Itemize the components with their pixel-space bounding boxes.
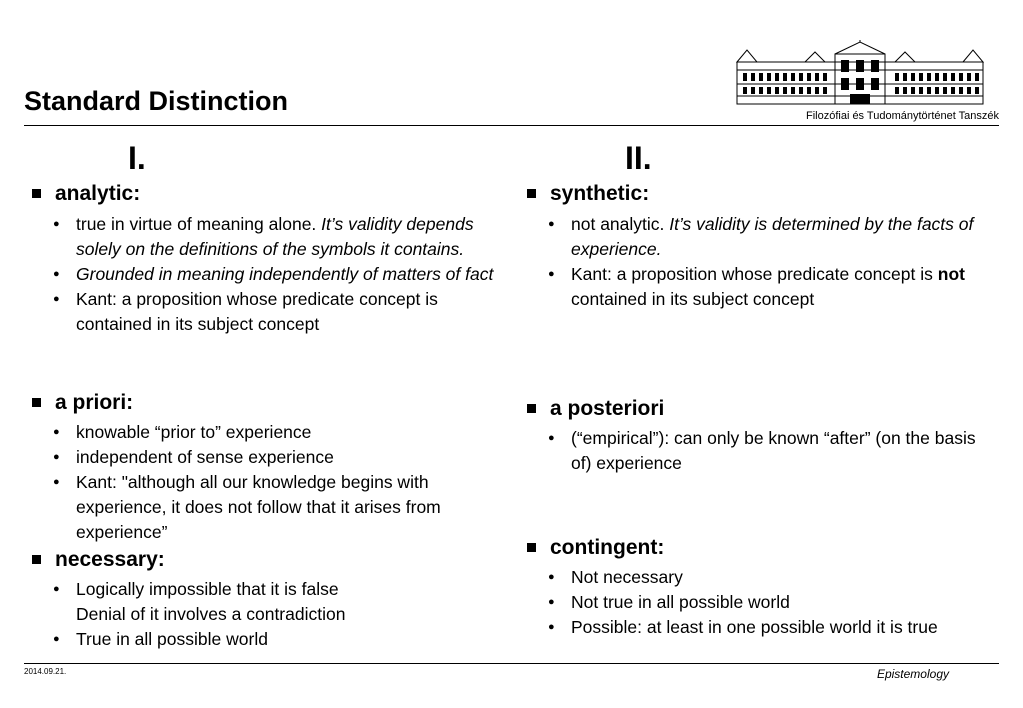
item-text: Not true in all possible world bbox=[571, 592, 790, 612]
section-label: a priori: bbox=[55, 391, 134, 414]
list-item: Not true in all possible world bbox=[545, 590, 985, 615]
section-label: analytic: bbox=[55, 182, 141, 205]
list-item: independent of sense experience bbox=[50, 445, 480, 470]
section-analytic: analytic: bbox=[32, 182, 140, 206]
list-item: true in virtue of meaning alone. It’s va… bbox=[50, 212, 500, 262]
university-building-logo bbox=[735, 40, 985, 105]
footer-course-name: Epistemology bbox=[876, 667, 949, 681]
footer-date: 2014.09.21. bbox=[24, 667, 67, 676]
list-item: Not necessary bbox=[545, 565, 985, 590]
contingent-list: Not necessary Not true in all possible w… bbox=[545, 565, 985, 640]
item-text: Denial of it involves a contradiction bbox=[76, 604, 346, 624]
item-text-italic: It’s validity is determined by the facts… bbox=[571, 214, 974, 259]
item-text: knowable “prior to” experience bbox=[76, 422, 312, 442]
item-text: Kant: a proposition whose predicate conc… bbox=[571, 264, 938, 284]
item-text: Kant: a proposition whose predicate conc… bbox=[76, 289, 438, 334]
square-bullet-icon bbox=[527, 189, 536, 198]
section-label: synthetic: bbox=[550, 182, 650, 205]
item-text-italic: It’s validity depends solely on the defi… bbox=[76, 214, 474, 259]
section-label: a posteriori bbox=[550, 397, 665, 420]
section-synthetic: synthetic: bbox=[527, 182, 649, 206]
list-item: not analytic. It’s validity is determine… bbox=[545, 212, 995, 262]
list-item: Kant: a proposition whose predicate conc… bbox=[545, 262, 995, 312]
square-bullet-icon bbox=[527, 404, 536, 413]
item-text: Possible: at least in one possible world… bbox=[571, 617, 938, 637]
analytic-list: true in virtue of meaning alone. It’s va… bbox=[50, 212, 500, 337]
item-text: true in virtue of meaning alone. bbox=[76, 214, 322, 234]
item-text: (“empirical”): can only be known “after”… bbox=[571, 428, 976, 473]
item-text: Kant: "although all our knowledge begins… bbox=[76, 472, 441, 542]
synthetic-list: not analytic. It’s validity is determine… bbox=[545, 212, 995, 312]
slide-title: Standard Distinction bbox=[24, 86, 289, 116]
item-text: True in all possible world bbox=[76, 629, 268, 649]
list-item: Grounded in meaning independently of mat… bbox=[50, 262, 500, 287]
section-contingent: contingent: bbox=[527, 536, 664, 560]
square-bullet-icon bbox=[527, 543, 536, 552]
list-item: Possible: at least in one possible world… bbox=[545, 615, 985, 640]
a-posteriori-list: (“empirical”): can only be known “after”… bbox=[545, 426, 985, 476]
section-label: necessary: bbox=[55, 548, 165, 571]
column-heading-left: I. bbox=[128, 140, 146, 176]
list-item: knowable “prior to” experience bbox=[50, 420, 480, 445]
department-name: Filozófiai és Tudománytörténet Tanszék bbox=[805, 110, 999, 122]
list-item: Logically impossible that it is false bbox=[50, 577, 500, 602]
section-a-posteriori: a posteriori bbox=[527, 397, 664, 421]
item-text-italic: Grounded in meaning independently of mat… bbox=[76, 264, 494, 284]
a-priori-list: knowable “prior to” experience independe… bbox=[50, 420, 480, 545]
list-item: True in all possible world bbox=[50, 627, 500, 652]
header-divider bbox=[24, 125, 999, 126]
item-text: not analytic. bbox=[571, 214, 670, 234]
item-text: Not necessary bbox=[571, 567, 683, 587]
item-text: independent of sense experience bbox=[76, 447, 334, 467]
square-bullet-icon bbox=[32, 398, 41, 407]
list-item: (“empirical”): can only be known “after”… bbox=[545, 426, 985, 476]
section-label: contingent: bbox=[550, 536, 665, 559]
item-text: Logically impossible that it is false bbox=[76, 579, 339, 599]
necessary-list: Logically impossible that it is false De… bbox=[50, 577, 500, 652]
column-heading-right: II. bbox=[625, 140, 652, 176]
section-a-priori: a priori: bbox=[32, 391, 133, 415]
list-item: Kant: "although all our knowledge begins… bbox=[50, 470, 480, 545]
section-necessary: necessary: bbox=[32, 548, 165, 572]
item-text-bold: not bbox=[937, 264, 965, 284]
square-bullet-icon bbox=[32, 555, 41, 564]
list-item-continuation: Denial of it involves a contradiction bbox=[50, 602, 500, 627]
list-item: Kant: a proposition whose predicate conc… bbox=[50, 287, 500, 337]
square-bullet-icon bbox=[32, 189, 41, 198]
item-text: contained in its subject concept bbox=[571, 289, 815, 309]
footer-divider bbox=[24, 663, 999, 664]
